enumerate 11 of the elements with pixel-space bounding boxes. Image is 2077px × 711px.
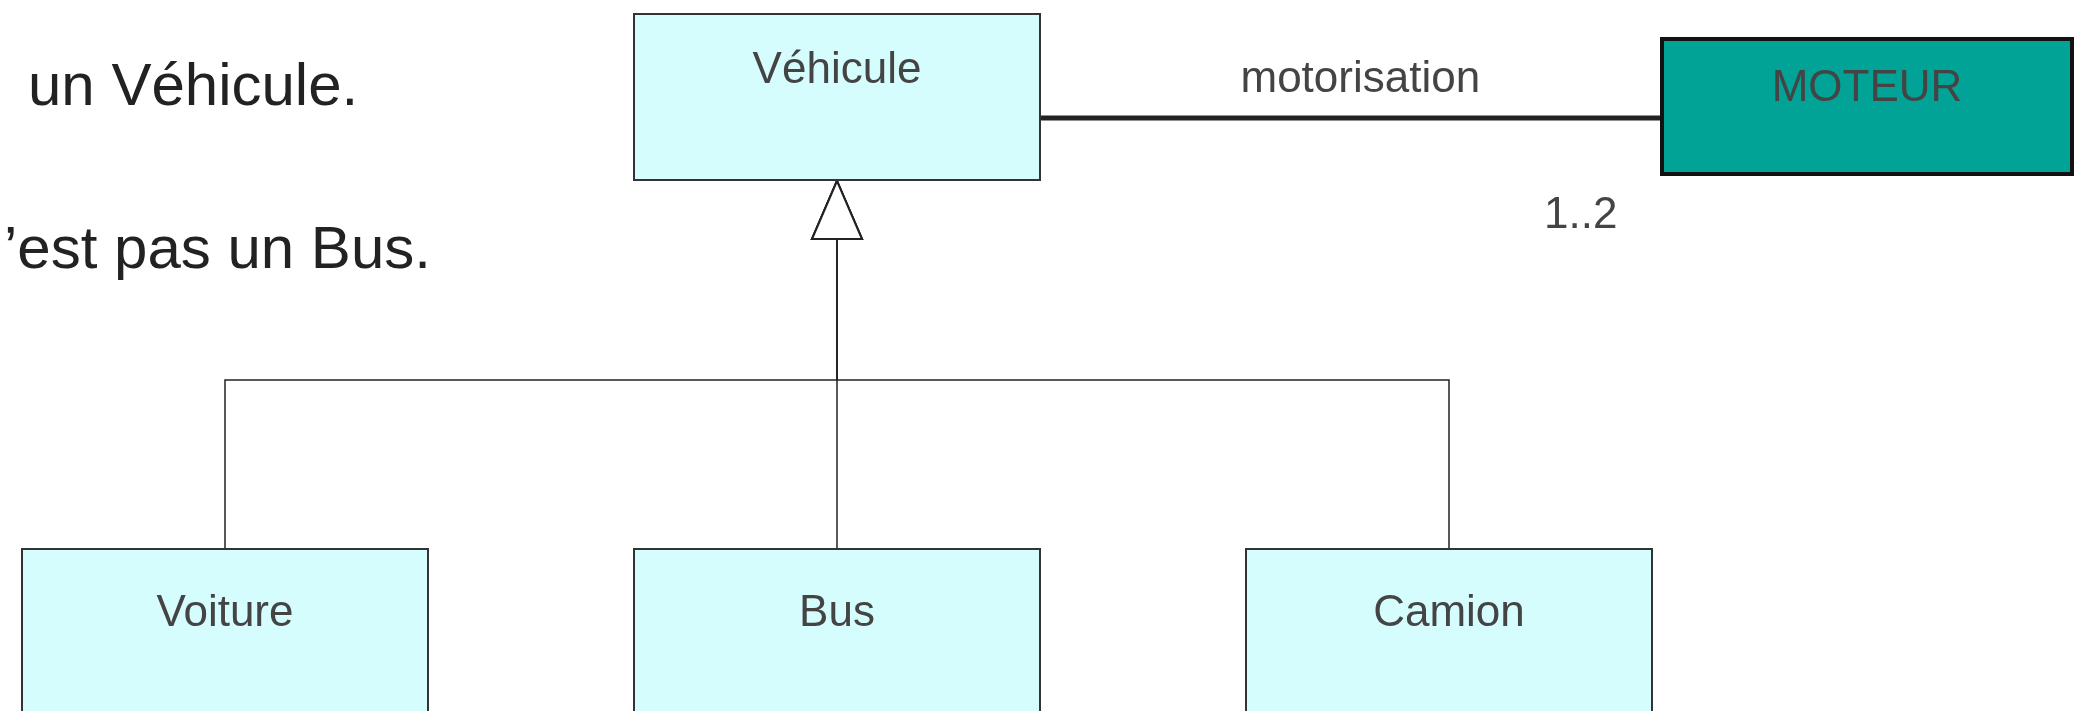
association-line (1041, 115, 1660, 121)
class-box: Camion (1245, 548, 1653, 711)
text-line: un Véhicule. (28, 50, 359, 119)
class-box: Voiture (21, 548, 429, 711)
multiplicity-label: 1..2 (1544, 188, 1618, 238)
class-box: Véhicule (633, 13, 1041, 181)
edge-label: motorisation (1240, 52, 1481, 102)
inheritance-arrow (811, 180, 1450, 549)
text-line: ’est pas un Bus. (4, 213, 431, 282)
class-box: Bus (633, 548, 1041, 711)
entity-box: MOTEUR (1660, 37, 2074, 176)
